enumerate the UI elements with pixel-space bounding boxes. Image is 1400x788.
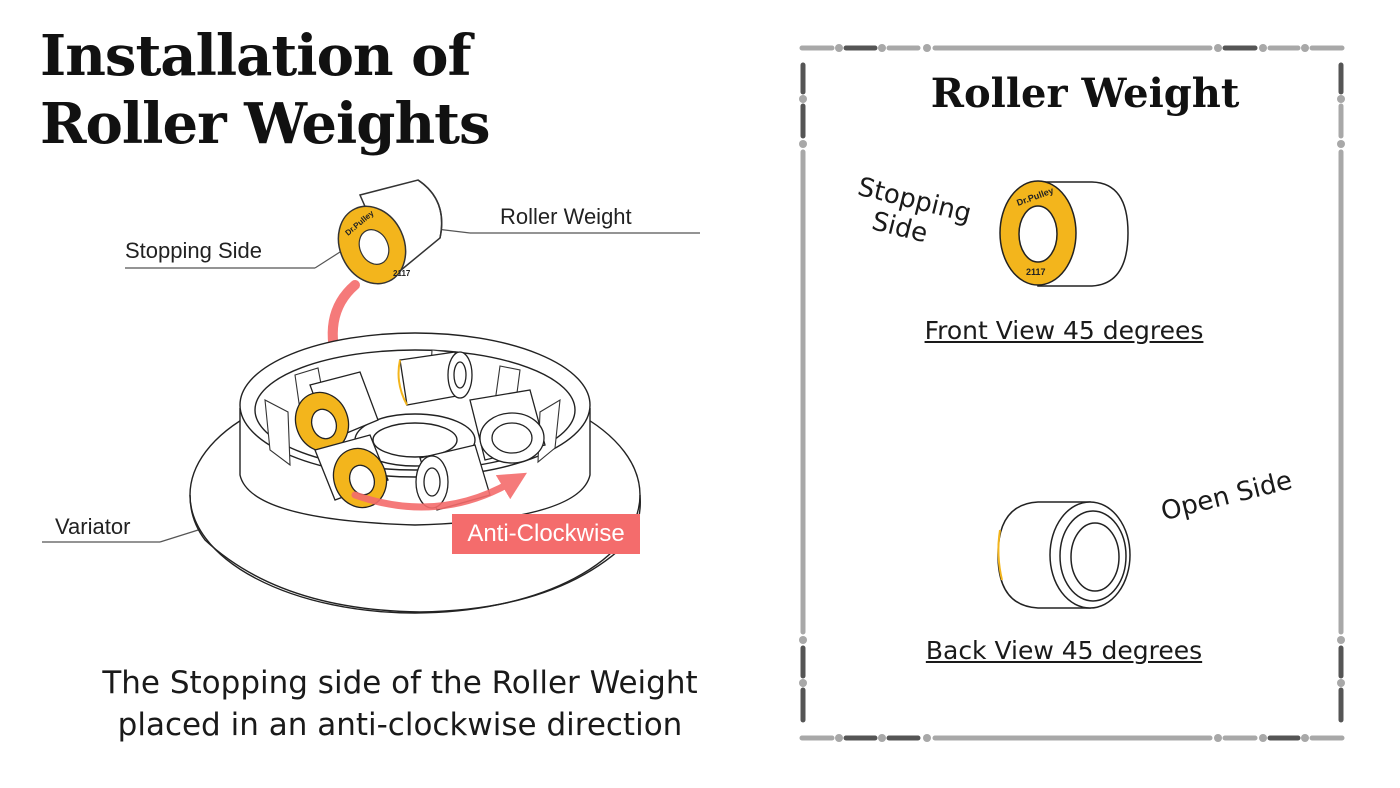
variator-hub-inner bbox=[372, 422, 458, 458]
page-title-line-1: Installation of bbox=[40, 23, 472, 89]
roller-weight-label: Roller Weight bbox=[500, 204, 632, 229]
stopping-side-label: Stopping Side bbox=[125, 238, 262, 263]
variator-rollers bbox=[294, 351, 546, 511]
diagram-caption: The Stopping side of the Roller Weight p… bbox=[40, 662, 760, 746]
anti-clockwise-arrow bbox=[351, 472, 528, 511]
front-view-code-text: 2117 bbox=[1026, 267, 1046, 277]
front-view-roller: Dr.Pulley 2117 bbox=[999, 180, 1129, 287]
roller-code-text: 2117 bbox=[393, 269, 411, 278]
leader-stopping-side bbox=[314, 251, 341, 269]
anti-clockwise-tag: Anti-Clockwise bbox=[452, 514, 640, 554]
variator-label: Variator bbox=[55, 514, 131, 539]
front-view-caption: Front View 45 degrees bbox=[924, 316, 1204, 345]
panel-title: Roller Weight bbox=[930, 70, 1240, 117]
page-title: Installation of Roller Weights bbox=[40, 22, 491, 158]
diagram-caption-line-1: The Stopping side of the Roller Weight bbox=[102, 665, 698, 701]
back-view-caption: Back View 45 degrees bbox=[925, 636, 1203, 665]
page-title-line-2: Roller Weights bbox=[40, 91, 491, 157]
diagram-caption-line-2: placed in an anti-clockwise direction bbox=[117, 707, 683, 743]
back-view-roller bbox=[997, 501, 1131, 609]
roller-weight-top: Dr.Pulley 2117 bbox=[337, 179, 443, 285]
